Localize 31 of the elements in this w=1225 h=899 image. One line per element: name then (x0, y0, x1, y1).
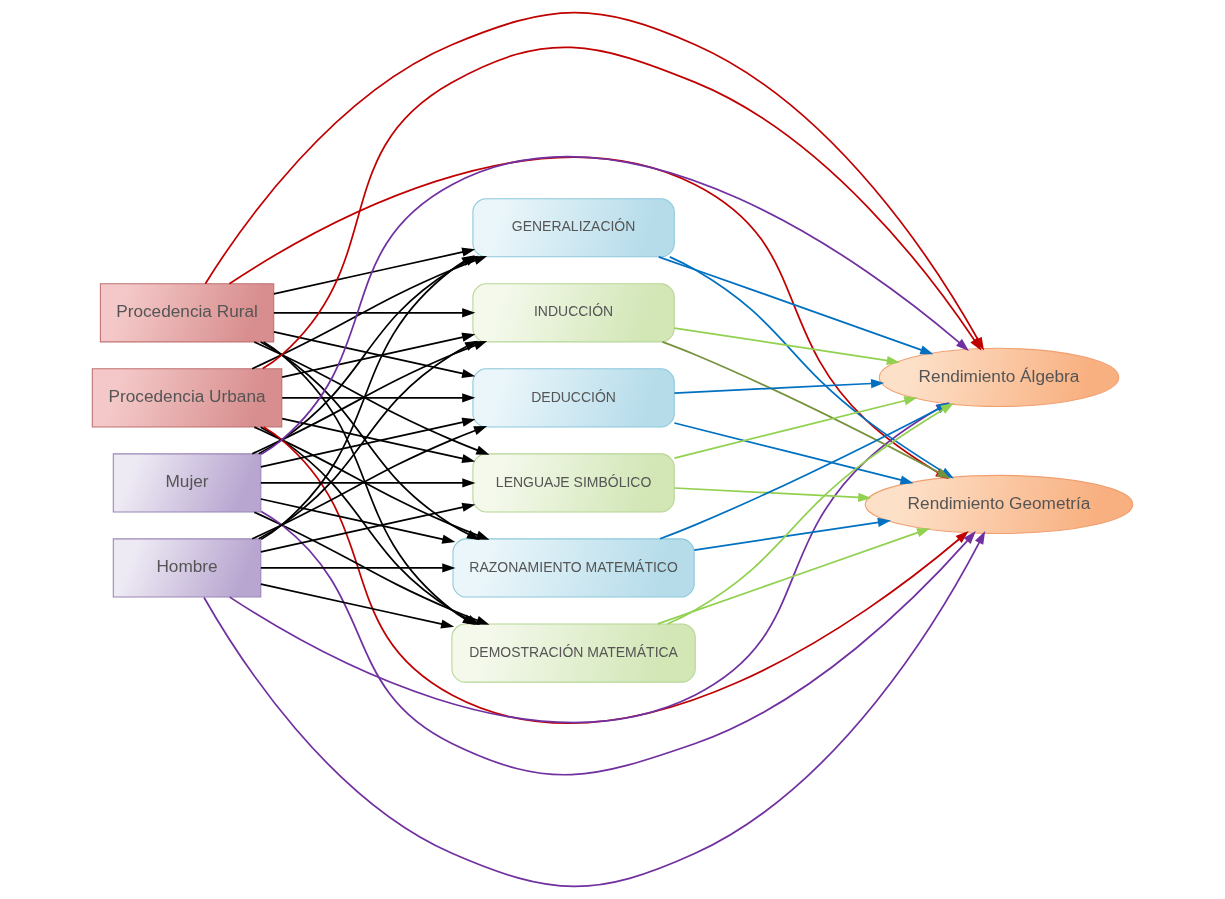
arrow (260, 583, 455, 629)
arrow (260, 502, 476, 553)
arrow (693, 517, 891, 551)
arrow (673, 422, 914, 485)
arrow (281, 393, 476, 403)
node-box: RAZONAMIENTO MATEMÁTICO (452, 538, 695, 598)
arrow (260, 478, 476, 488)
arrow (273, 247, 476, 295)
node-box: INDUCCIÓN (472, 283, 675, 343)
arrow (260, 563, 456, 573)
arrow (273, 308, 476, 318)
node-box: DEMOSTRACIÓN MATEMÁTICA (451, 623, 696, 683)
arrow (260, 498, 456, 544)
arrow (261, 46, 982, 370)
node-box: DEDUCCIÓN (472, 368, 675, 428)
arrow (673, 378, 885, 394)
node-box: Mujer (112, 453, 262, 513)
arrow (673, 327, 900, 365)
arrow (260, 255, 475, 541)
arrow (673, 487, 872, 502)
arrow (656, 528, 931, 625)
node-box: Procedencia Rural (99, 283, 275, 343)
node-box: LENGUAJE SIMBÓLICO (472, 453, 675, 513)
arrow (673, 396, 918, 459)
node-box: Hombre (112, 538, 262, 598)
node-box: Procedencia Urbana (91, 368, 283, 428)
arrow (657, 256, 934, 355)
arrow (281, 417, 476, 464)
arrow (260, 417, 476, 468)
node-box: GENERALIZACIÓN (472, 198, 675, 258)
arrow (260, 510, 976, 776)
